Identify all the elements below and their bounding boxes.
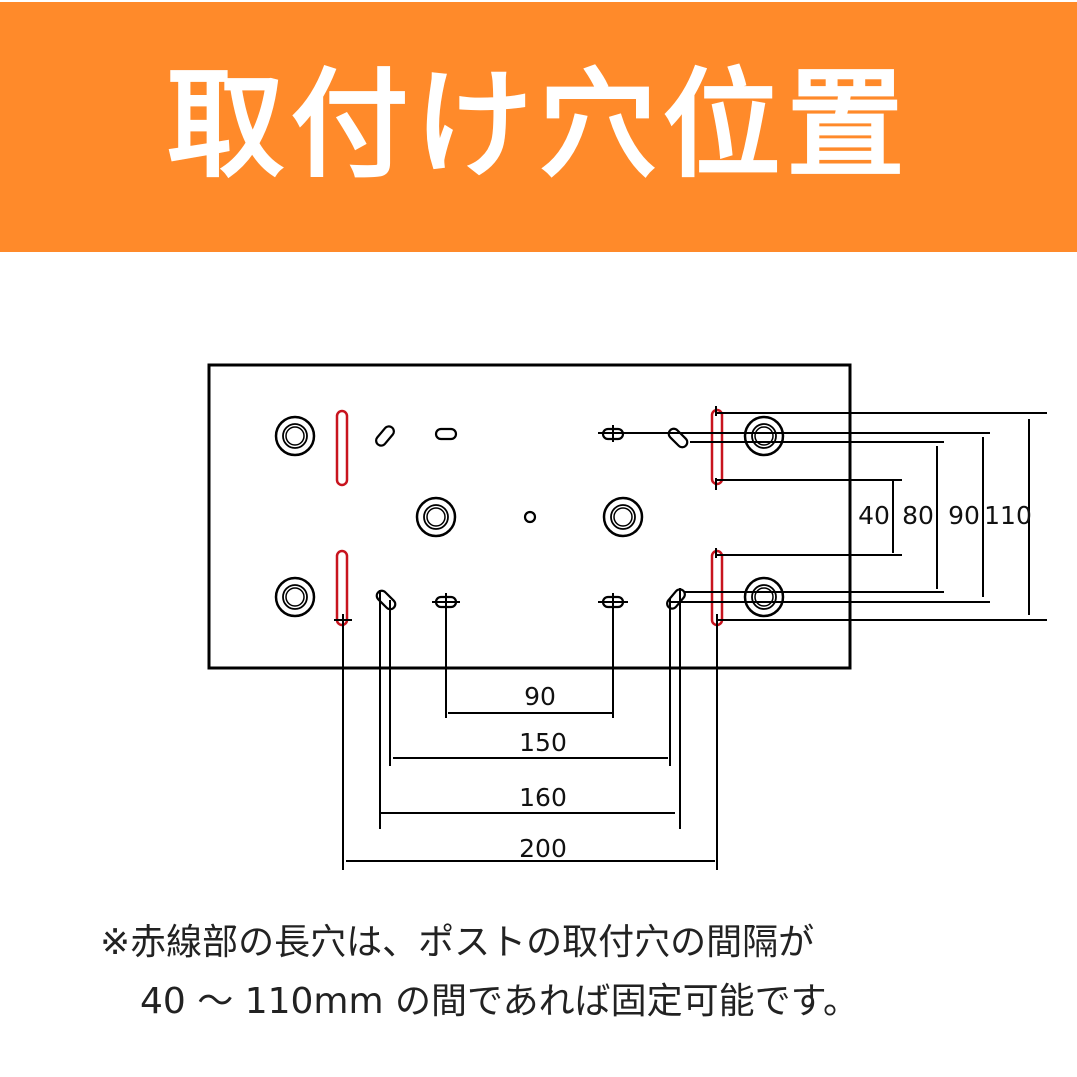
- countersunk-hole-center-right: [602, 496, 644, 538]
- footnote-line-2: 40 ～ 110mm の間であれば固定可能です。: [140, 981, 860, 1022]
- countersunk-hole-bottom-left: [274, 576, 316, 618]
- center-pin-hole: [523, 510, 537, 524]
- horizontal-dimension-lines: [342, 588, 718, 870]
- countersunk-hole-center-left: [415, 496, 457, 538]
- slot-diagonal-bottom-left: [375, 589, 397, 611]
- slot-right-bottom: [710, 549, 724, 627]
- slot-diagonal-top-left: [375, 425, 395, 447]
- countersunk-holes: [274, 415, 785, 618]
- dim-label-90: 90: [948, 501, 980, 530]
- slot-left-bottom: [335, 549, 349, 627]
- dim-label-150: 150: [519, 728, 567, 757]
- countersunk-hole-top-right: [743, 415, 785, 457]
- slot-diagonal-top-right: [667, 427, 689, 449]
- adjustable-slots: [335, 408, 724, 627]
- slot-diagonal-bottom-right: [666, 588, 686, 610]
- dim-label-80: 80: [902, 501, 934, 530]
- dim-label-90-horizontal: 90: [524, 682, 556, 711]
- slot-right-top: [710, 408, 724, 486]
- plate-outline: [207, 363, 852, 670]
- center-marks: [334, 406, 717, 621]
- slot-horizontal-top-left: [434, 427, 458, 441]
- footnote-line-1: ※赤線部の長穴は、ポストの取付穴の間隔が: [100, 922, 815, 963]
- countersunk-hole-top-left: [274, 415, 316, 457]
- countersunk-hole-bottom-right: [743, 576, 785, 618]
- dim-label-160: 160: [519, 783, 567, 812]
- dim-label-110: 110: [984, 501, 1032, 530]
- vertical-dimension-lines: [612, 412, 1047, 621]
- page-title: 取付け穴位置: [166, 56, 911, 194]
- title-banner: 取付け穴位置: [0, 2, 1077, 252]
- dim-label-200: 200: [519, 834, 567, 863]
- slot-left-top: [335, 409, 349, 487]
- dim-label-40: 40: [858, 501, 890, 530]
